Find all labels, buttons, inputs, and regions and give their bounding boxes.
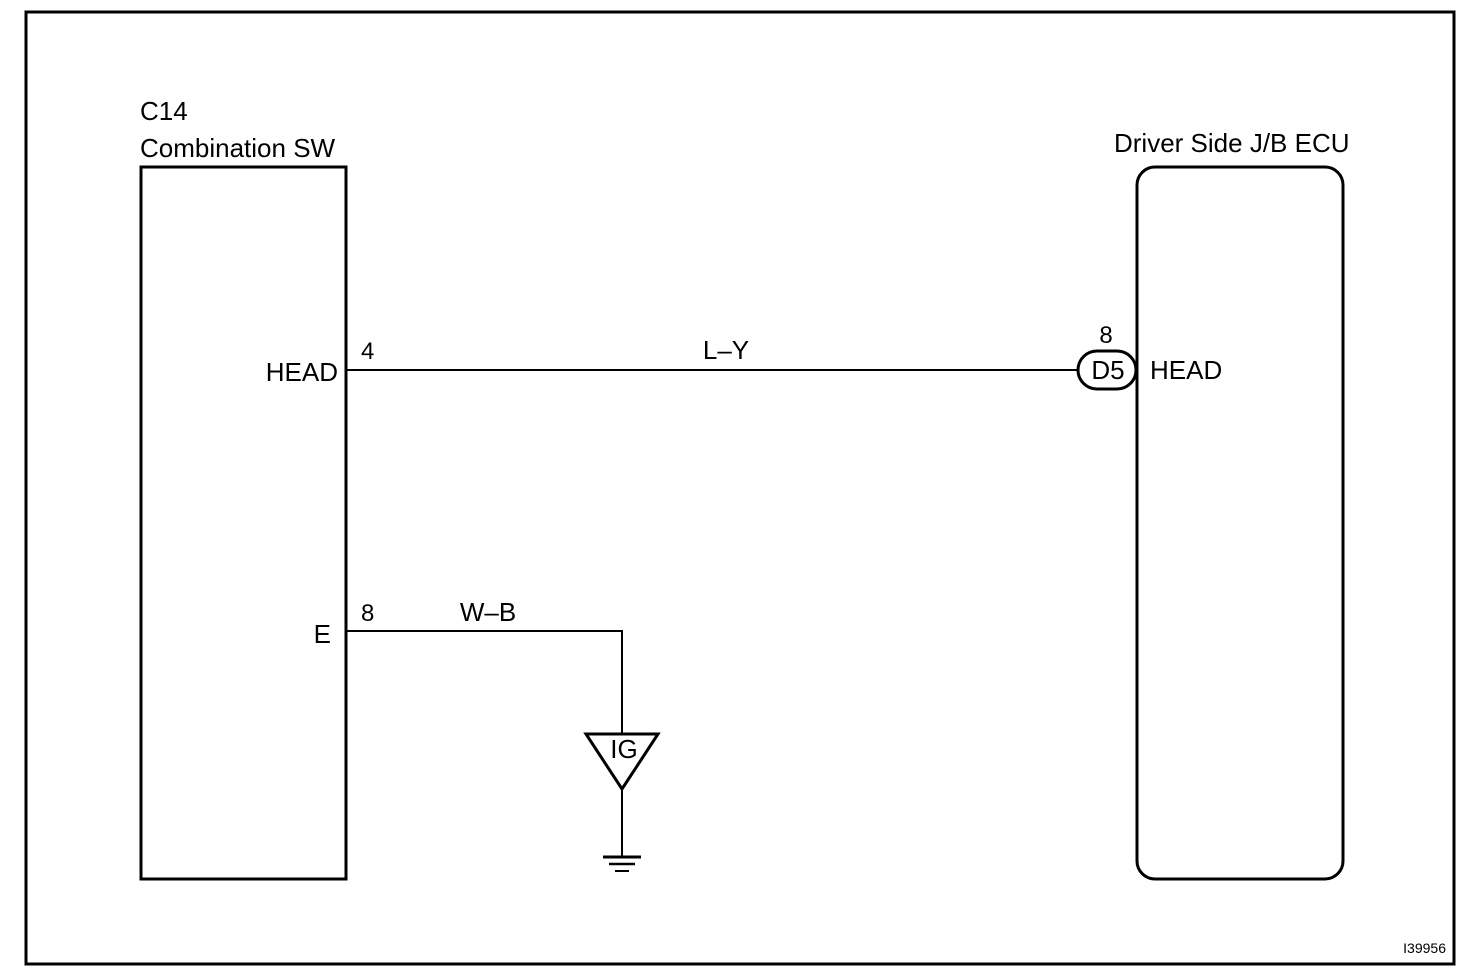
ground-point-ig (583, 732, 661, 792)
left-terminal-head-label: HEAD (266, 357, 338, 387)
left-pin-e-number: 8 (361, 600, 374, 627)
wire-w-b (346, 630, 623, 734)
wire-l-y-color-code: L–Y (703, 335, 749, 365)
left-terminal-e-label: E (314, 619, 331, 649)
diagram-frame (24, 10, 1456, 966)
left-component-box (139, 165, 348, 881)
wire-w-b-color-code: W–B (460, 597, 516, 627)
left-component-id: C14 (140, 96, 188, 126)
right-component-name: Driver Side J/B ECU (1114, 128, 1350, 158)
ground-point-ig-label: IG (610, 734, 637, 764)
left-component-name: Combination SW (140, 133, 336, 163)
connector-d5 (1076, 349, 1138, 391)
right-terminal-head-label: HEAD (1150, 355, 1222, 385)
connector-d5-label: D5 (1091, 355, 1124, 385)
ground-symbol-icon (603, 855, 641, 872)
figure-id: I39956 (1403, 940, 1446, 956)
right-pin-head-number: 8 (1099, 322, 1112, 349)
right-component-box (1135, 165, 1345, 881)
left-pin-head-number: 4 (361, 338, 374, 365)
